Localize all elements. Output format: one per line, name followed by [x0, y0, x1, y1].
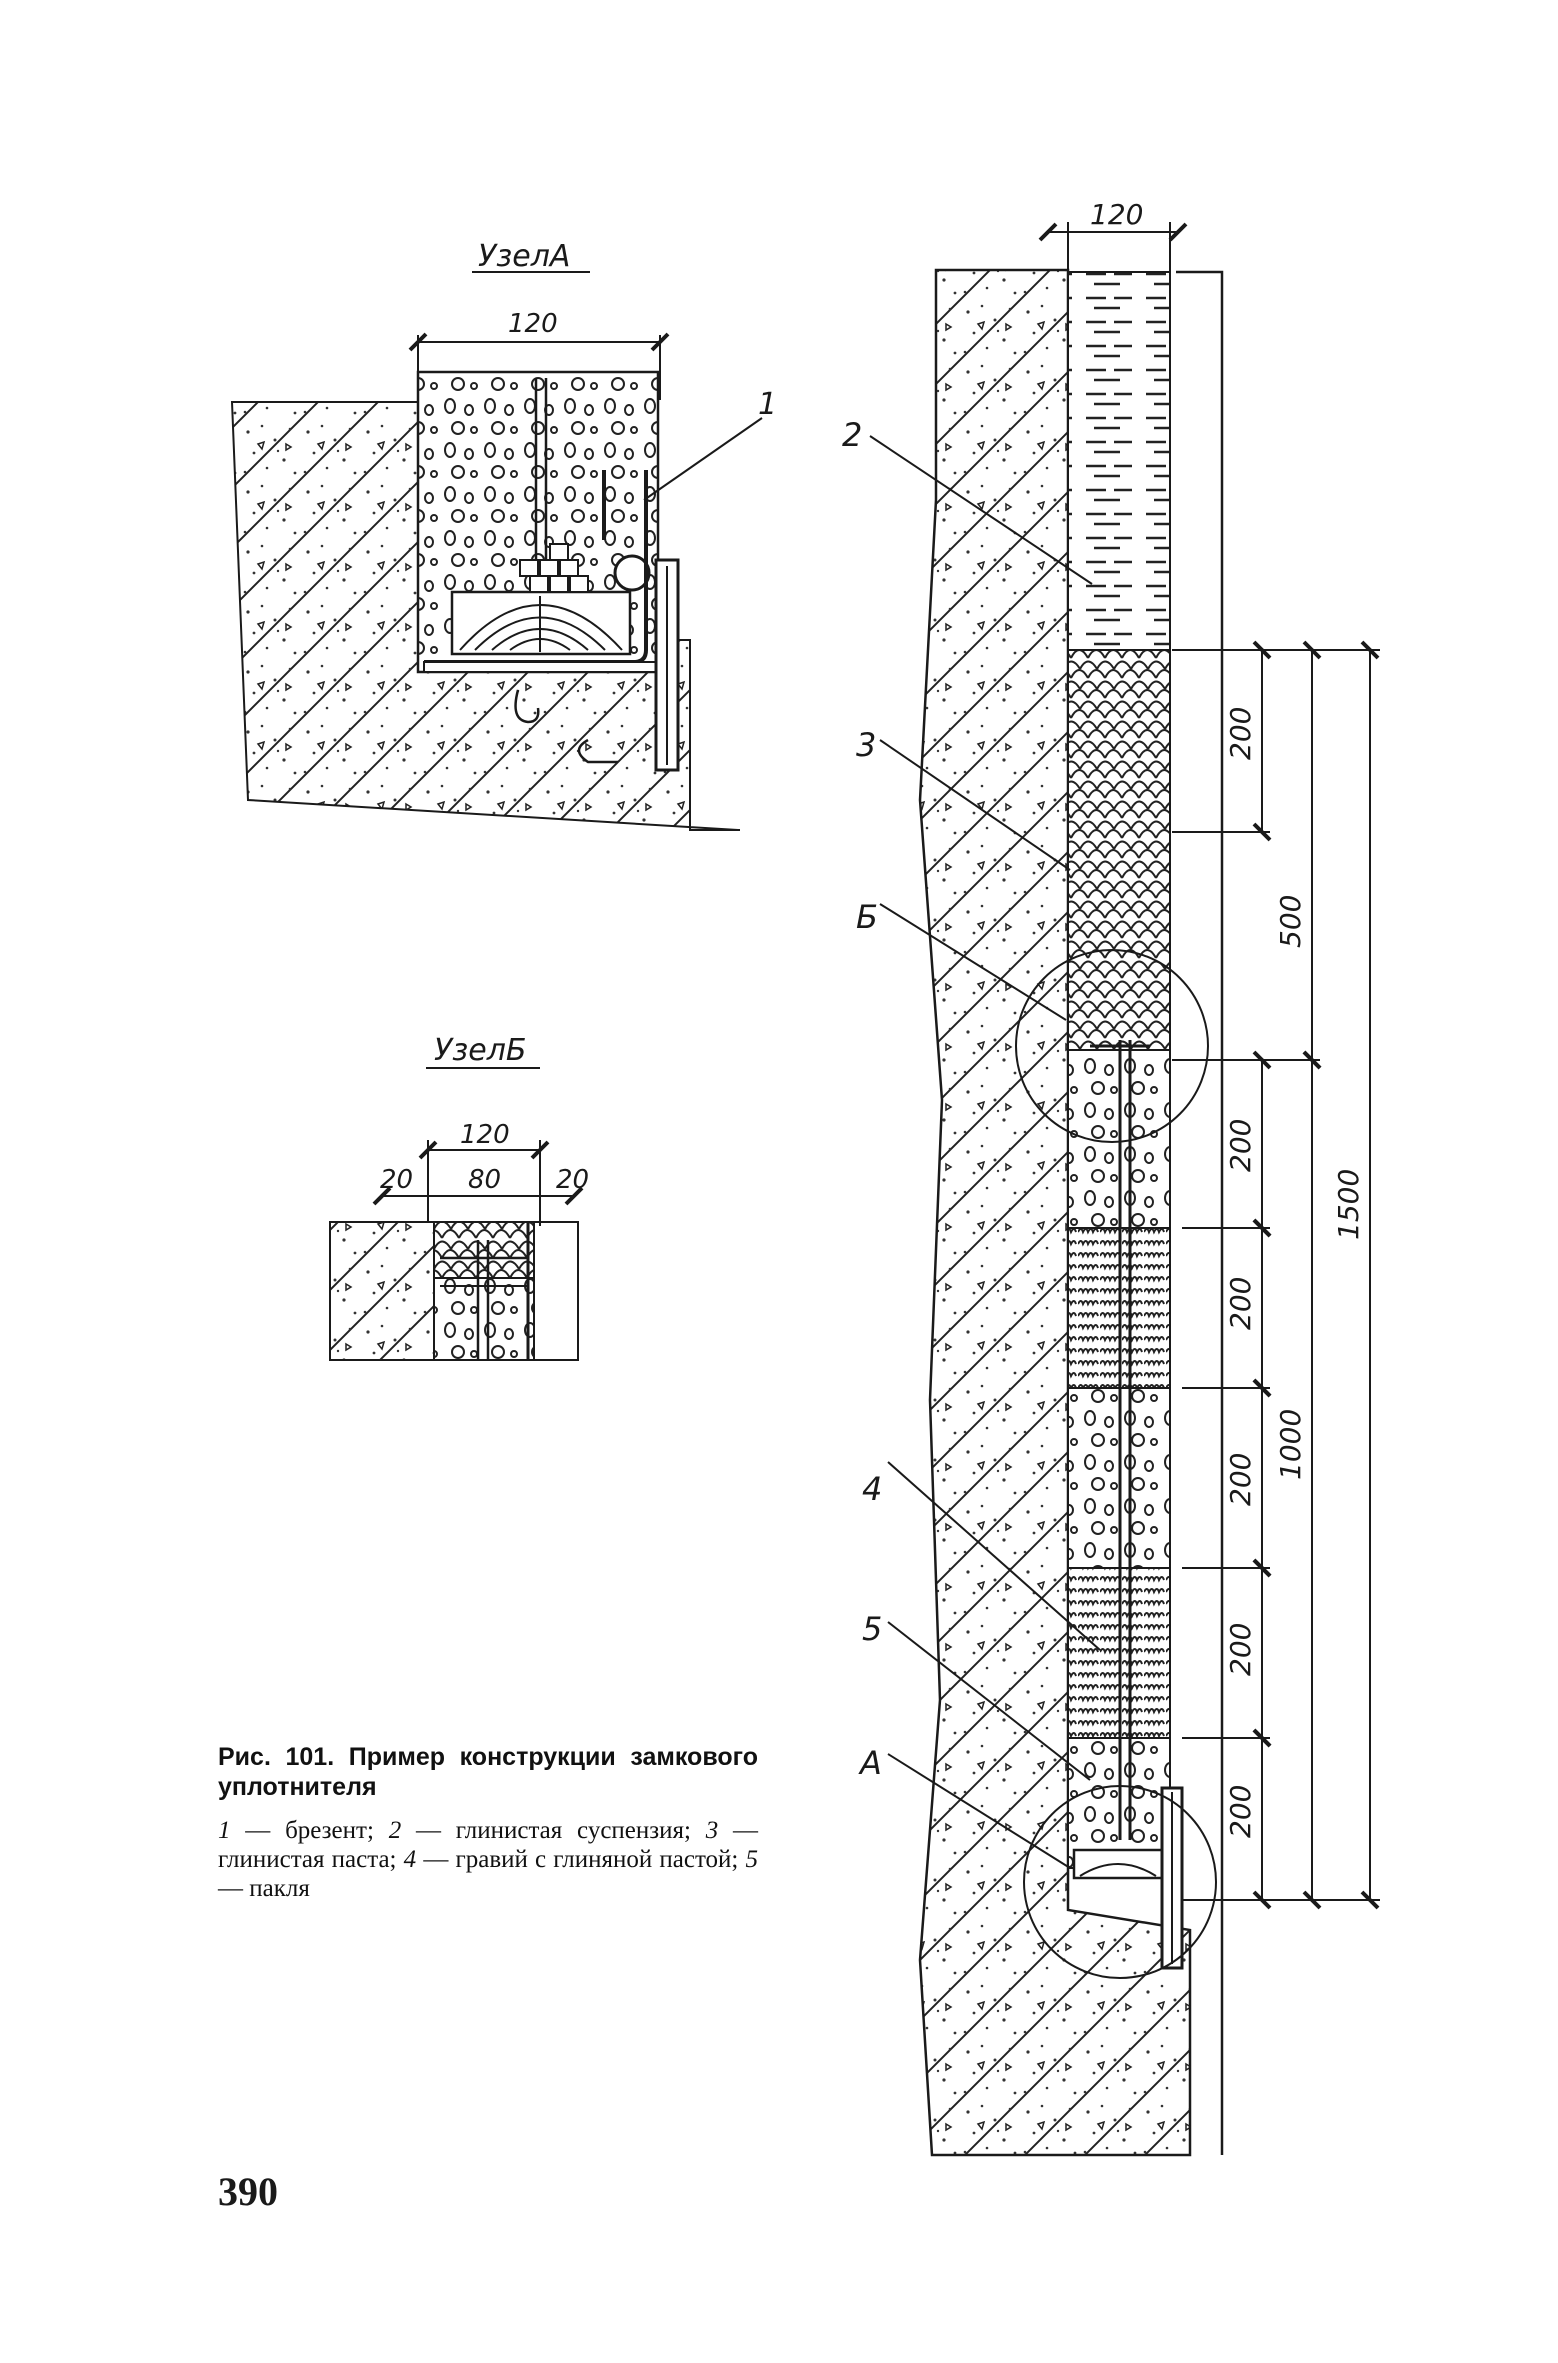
section-dim-200-a: 200	[1224, 707, 1257, 760]
legend-item: 5 — пакля	[218, 1846, 759, 1902]
section-dim-200-f: 200	[1224, 1785, 1257, 1838]
node-b-dim-80: 80	[468, 1165, 501, 1195]
section-callout-b: Б	[856, 898, 878, 936]
section-dim-500: 500	[1274, 895, 1307, 948]
legend-item: 3 — глинистая паста;	[218, 1817, 759, 1873]
section-callout-4: 4	[862, 1470, 882, 1508]
caption-title: Рис. 101. Пример конструкции замкового у…	[218, 1743, 758, 1801]
node-a-marker-circle	[1023, 1785, 1217, 1979]
legend-item: 1 — брезент;	[218, 1817, 374, 1844]
node-b-dim-120: 120	[460, 1120, 510, 1150]
section-dim-200-e: 200	[1224, 1623, 1257, 1676]
section-dim-200-d: 200	[1224, 1453, 1257, 1506]
main-section: 120	[842, 198, 1380, 2157]
node-a-title: УзелА	[478, 239, 570, 274]
section-soil-wall	[918, 268, 1192, 2157]
section-clay-suspension	[1067, 271, 1171, 651]
section-dim-200-b: 200	[1224, 1119, 1257, 1172]
section-dim-1500: 1500	[1332, 1169, 1365, 1240]
section-callout-a: А	[858, 1744, 882, 1782]
section-callout-5: 5	[862, 1610, 882, 1648]
figure-caption: Рис. 101. Пример конструкции замкового у…	[218, 1742, 758, 1903]
section-dim-200-c: 200	[1224, 1277, 1257, 1330]
node-b-dim-20-left: 20	[380, 1165, 413, 1195]
node-a-dim-120: 120	[508, 309, 558, 339]
node-a-detail: УзелА 120 1	[230, 239, 777, 831]
node-a-callout-1: 1	[758, 387, 777, 422]
node-b-dim-20-right: 20	[556, 1165, 589, 1195]
node-b-detail: УзелБ 120 20 80 20	[329, 1033, 589, 1361]
page-number: 390	[218, 2169, 278, 2214]
node-b-soil	[329, 1221, 435, 1361]
section-clay-paste	[1067, 649, 1171, 1051]
legend-item: 2 — глинистая суспензия;	[388, 1817, 691, 1844]
node-b-title: УзелБ	[434, 1033, 526, 1068]
section-callout-2: 2	[842, 416, 862, 454]
section-dim-120: 120	[1090, 198, 1143, 231]
legend-item: 4 — гравий с глиняной пастой;	[403, 1846, 739, 1873]
section-dim-1000: 1000	[1274, 1409, 1307, 1480]
caption-legend: 1 — брезент; 2 — глинистая суспензия; 3 …	[218, 1816, 758, 1903]
node-b-marker-circle	[1015, 949, 1209, 1143]
section-callout-3: 3	[856, 726, 876, 764]
